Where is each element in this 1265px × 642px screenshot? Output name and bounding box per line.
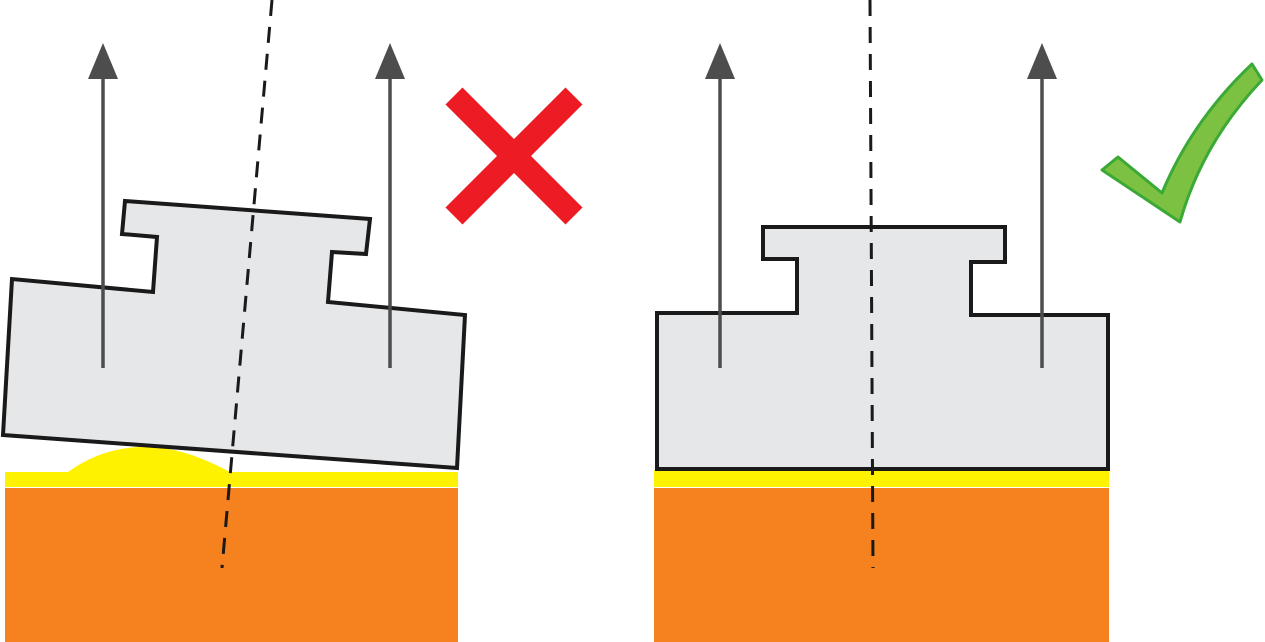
substrate-block [5, 488, 458, 642]
up-arrow [1027, 43, 1057, 368]
bonded-part [0, 198, 468, 471]
up-arrow [375, 43, 405, 368]
panel-incorrect [0, 0, 583, 642]
adhesive-layer [654, 470, 1109, 487]
substrate-block [654, 488, 1109, 642]
up-arrow [88, 43, 118, 368]
green-checkmark-icon [1100, 62, 1264, 224]
center-axis-line [220, 0, 274, 569]
center-axis-line [868, 0, 875, 569]
red-x-icon [445, 87, 583, 225]
up-arrow [705, 43, 735, 368]
bonded-part [655, 225, 1110, 471]
adhesive-layer [5, 472, 458, 487]
panel-correct [654, 0, 1264, 642]
adhesive-bulge [68, 446, 230, 472]
